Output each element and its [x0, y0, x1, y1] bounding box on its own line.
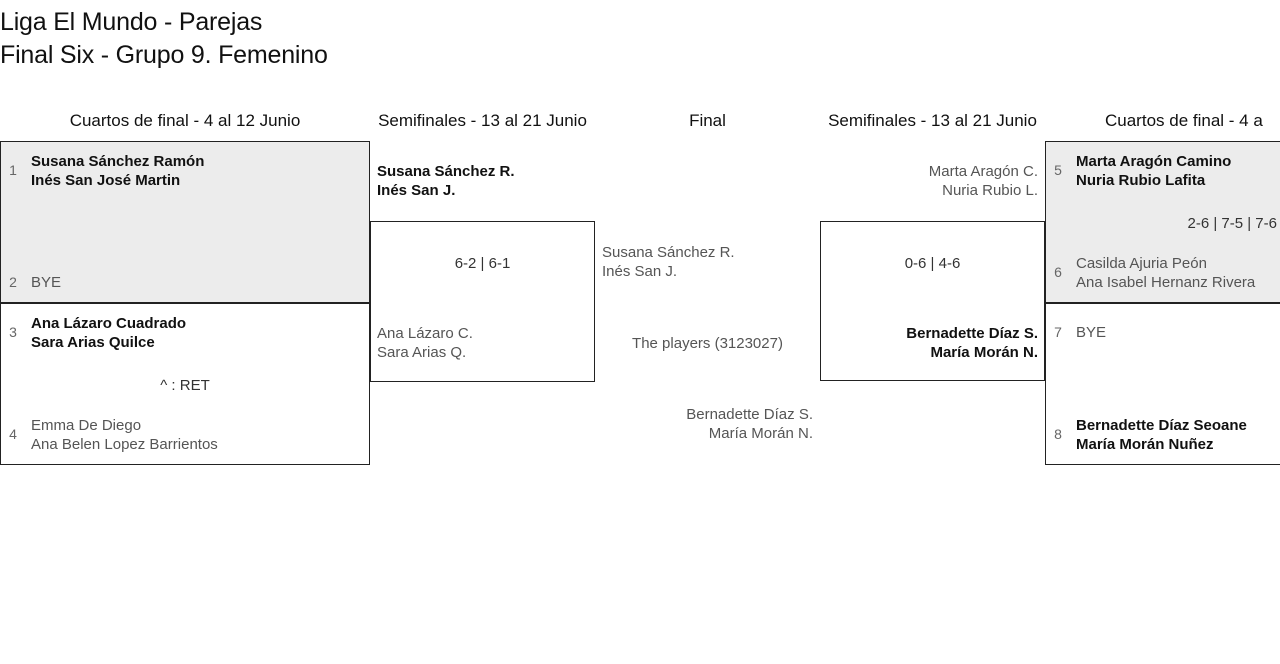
- match-slot-seed-6[interactable]: 6 Casilda Ajuria Peón Ana Isabel Hernanz…: [1046, 254, 1280, 292]
- match-box-sf-left[interactable]: 6-2 | 6-1: [370, 221, 595, 382]
- seed-number: 3: [9, 324, 17, 340]
- final-score: The players (3123027): [632, 335, 783, 352]
- team-name: BYE: [1076, 324, 1107, 341]
- round-header-quarterfinals-right: Cuartos de final - 4 a: [1105, 111, 1263, 130]
- seed-number: 2: [9, 274, 17, 290]
- match-slot-seed-8[interactable]: 8 Bernadette Díaz Seoane María Morán Nuñ…: [1046, 416, 1280, 454]
- round-header-semifinals-right: Semifinales - 13 al 21 Junio: [828, 111, 1037, 130]
- team-name: BYE: [31, 274, 62, 291]
- seed-number: 1: [9, 162, 17, 178]
- match-slot-seed-7[interactable]: 7 BYE: [1046, 314, 1280, 342]
- match-slot-seed-1[interactable]: 1 Susana Sánchez Ramón Inés San José Mar…: [1, 152, 369, 190]
- match-box-qf-right-2[interactable]: 7 BYE 8 Bernadette Díaz Seoane María Mor…: [1045, 303, 1280, 465]
- match-slot-seed-3[interactable]: 3 Ana Lázaro Cuadrado Sara Arias Quilce: [1, 314, 369, 352]
- match-box-qf-left-1[interactable]: 1 Susana Sánchez Ramón Inés San José Mar…: [0, 141, 370, 303]
- sf-right-top-team: Marta Aragón C. Nuria Rubio L.: [928, 163, 1038, 199]
- seed-number: 4: [9, 426, 17, 442]
- tournament-name: Liga El Mundo - Parejas: [0, 8, 263, 36]
- match-slot-seed-2[interactable]: 2 BYE: [1, 264, 369, 292]
- team-name: Casilda Ajuria Peón Ana Isabel Hernanz R…: [1076, 255, 1256, 291]
- seed-number: 7: [1054, 324, 1062, 340]
- team-name: Emma De Diego Ana Belen Lopez Barrientos: [31, 417, 218, 453]
- match-slot-seed-4[interactable]: 4 Emma De Diego Ana Belen Lopez Barrient…: [1, 416, 369, 454]
- seed-number: 5: [1054, 162, 1062, 178]
- round-header-final: Final: [689, 111, 726, 130]
- final-top-team: Susana Sánchez R. Inés San J.: [602, 244, 735, 280]
- match-score: 6-2 | 6-1: [454, 255, 511, 272]
- seed-number: 8: [1054, 426, 1062, 442]
- team-name: Bernadette Díaz Seoane María Morán Nuñez: [1076, 417, 1247, 453]
- match-box-qf-left-2[interactable]: 3 Ana Lázaro Cuadrado Sara Arias Quilce …: [0, 303, 370, 465]
- sf-left-bottom-team: Ana Lázaro C. Sara Arias Q.: [377, 325, 473, 361]
- page-title: Liga El Mundo - Parejas Final Six - Grup…: [0, 6, 800, 72]
- sf-right-bottom-team: Bernadette Díaz S. María Morán N.: [906, 325, 1038, 361]
- team-name: Ana Lázaro Cuadrado Sara Arias Quilce: [31, 315, 187, 351]
- round-header-semifinals-left: Semifinales - 13 al 21 Junio: [378, 111, 587, 130]
- team-name: Marta Aragón Camino Nuria Rubio Lafita: [1076, 153, 1232, 189]
- match-score: ^ : RET: [160, 377, 210, 394]
- seed-number: 6: [1054, 264, 1062, 280]
- match-score: 2-6 | 7-5 | 7-6: [1187, 215, 1277, 232]
- match-box-qf-right-1[interactable]: 5 Marta Aragón Camino Nuria Rubio Lafita…: [1045, 141, 1280, 303]
- match-box-sf-right[interactable]: 0-6 | 4-6: [820, 221, 1045, 381]
- tournament-group: Final Six - Grupo 9. Femenino: [0, 41, 328, 69]
- sf-left-top-team: Susana Sánchez R. Inés San J.: [377, 163, 515, 199]
- match-slot-seed-5[interactable]: 5 Marta Aragón Camino Nuria Rubio Lafita: [1046, 152, 1280, 190]
- match-score: 0-6 | 4-6: [904, 255, 961, 272]
- final-bottom-team: Bernadette Díaz S. María Morán N.: [686, 406, 813, 442]
- team-name: Susana Sánchez Ramón Inés San José Marti…: [31, 153, 205, 189]
- round-header-quarterfinals-left: Cuartos de final - 4 al 12 Junio: [69, 111, 301, 130]
